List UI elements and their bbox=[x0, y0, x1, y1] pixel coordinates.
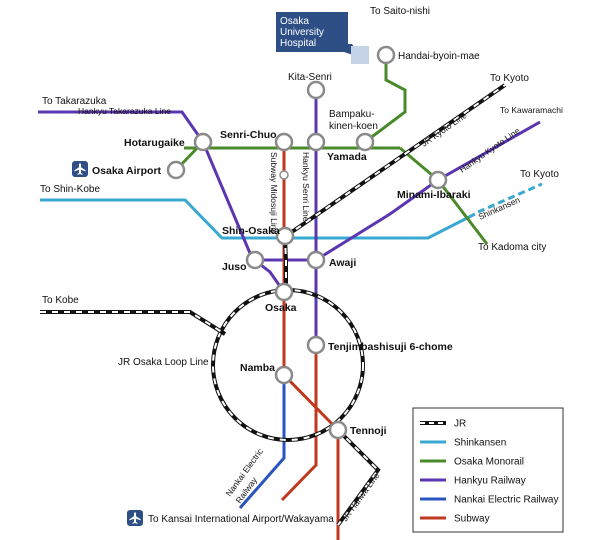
line-label-hankyu-kyoto: Hankyu Kyoto Line bbox=[457, 125, 521, 174]
label-handai-byoin-mae: Handai-byoin-mae bbox=[398, 51, 480, 62]
legend-label: Hankyu Railway bbox=[454, 476, 526, 487]
legend-label: Nankai Electric Railway bbox=[454, 495, 558, 506]
station-namba bbox=[274, 365, 294, 385]
dest-kyoto-upper: To Kyoto bbox=[490, 73, 529, 84]
callout-line-3: Hospital bbox=[280, 38, 316, 49]
label-osaka: Osaka bbox=[265, 302, 297, 314]
station-yamada bbox=[306, 132, 326, 152]
label-juso: Juso bbox=[222, 261, 247, 273]
label-namba: Namba bbox=[240, 362, 275, 374]
label-minami-ibaraki: Minami-Ibaraki bbox=[397, 189, 471, 201]
station-awaji bbox=[306, 250, 326, 270]
line-label-jr-hanwa: JR Hanwa Line bbox=[340, 470, 382, 523]
dest-saito-nishi: To Saito-nishi bbox=[370, 6, 430, 17]
legend-item: Nankai Electric Railway bbox=[420, 495, 558, 506]
legend-item: Osaka Monorail bbox=[420, 457, 524, 468]
station-osaka-airport bbox=[166, 160, 186, 180]
dest-kawaramachi: To Kawaramachi bbox=[500, 105, 563, 115]
line-label-hankyu-senri: Hankyu Senri Line bbox=[301, 152, 311, 222]
legend-label: Subway bbox=[454, 514, 490, 525]
station-hotarugaike bbox=[193, 132, 213, 152]
line-label-jr-osaka-loop: JR Osaka Loop Line bbox=[118, 357, 209, 368]
label-hotarugaike: Hotarugaike bbox=[124, 137, 185, 149]
callout-line-2: University bbox=[280, 27, 324, 38]
station-juso bbox=[245, 250, 265, 270]
station-handai-byoin-mae bbox=[376, 45, 396, 65]
station-osaka bbox=[274, 282, 294, 302]
stations bbox=[166, 45, 448, 440]
station-midosuji-minor bbox=[279, 170, 289, 180]
line-label-hankyu-takarazuka: Hankyu Takarazuka Line bbox=[78, 106, 171, 116]
hospital-callout: Osaka University Hospital bbox=[276, 12, 369, 64]
legend-item: JR bbox=[420, 419, 466, 430]
dest-kansai-airport: To Kansai International Airport/Wakayama bbox=[148, 514, 334, 525]
dest-shin-kobe: To Shin-Kobe bbox=[40, 184, 100, 195]
station-minami-ibaraki bbox=[428, 170, 448, 190]
label-osaka-airport: Osaka Airport bbox=[92, 165, 162, 177]
station-kita-senri bbox=[306, 80, 326, 100]
nankai-line bbox=[238, 375, 286, 509]
airplane-icon bbox=[127, 510, 143, 526]
station-bampaku-kinen-koen bbox=[355, 132, 375, 152]
station-tenjimbashisuji-6-chome bbox=[306, 335, 326, 355]
label-yamada: Yamada bbox=[327, 151, 367, 163]
label-awaji: Awaji bbox=[329, 257, 356, 269]
label-shin-osaka: Shin-Osaka bbox=[222, 225, 280, 237]
label-bampaku-2: kinen-koen bbox=[329, 121, 378, 132]
legend-item: Subway bbox=[420, 514, 490, 525]
station-senri-chuo bbox=[274, 132, 294, 152]
station-shin-osaka bbox=[275, 226, 295, 246]
osaka-monorail-line bbox=[174, 55, 489, 245]
airplane-icon bbox=[72, 161, 88, 177]
dest-kobe: To Kobe bbox=[42, 295, 79, 306]
label-senri-chuo: Senri-Chuo bbox=[220, 129, 277, 141]
label-tenjimbashisuji-6-chome: Tenjimbashisuji 6-chome bbox=[328, 341, 453, 353]
dest-kadoma-city: To Kadoma city bbox=[478, 242, 546, 253]
line-label-subway-midosuji: Subway Midosuji Line bbox=[269, 152, 279, 234]
legend-label: Osaka Monorail bbox=[454, 457, 524, 468]
dest-kyoto-lower: To Kyoto bbox=[520, 169, 559, 180]
line-label-jr-kyoto: JR Kyoto Line bbox=[419, 110, 468, 149]
label-kita-senri: Kita-Senri bbox=[288, 72, 332, 83]
station-tennoji bbox=[328, 420, 348, 440]
legend-item: Hankyu Railway bbox=[420, 476, 526, 487]
legend-item: Shinkansen bbox=[420, 438, 506, 449]
label-tennoji: Tennoji bbox=[350, 425, 387, 437]
label-bampaku-1: Bampaku- bbox=[329, 109, 375, 120]
legend-label: JR bbox=[454, 419, 466, 430]
shinkansen-line bbox=[40, 182, 543, 240]
legend-label: Shinkansen bbox=[454, 438, 506, 449]
callout-line-1: Osaka bbox=[280, 16, 309, 27]
dest-takarazuka: To Takarazuka bbox=[42, 96, 107, 107]
